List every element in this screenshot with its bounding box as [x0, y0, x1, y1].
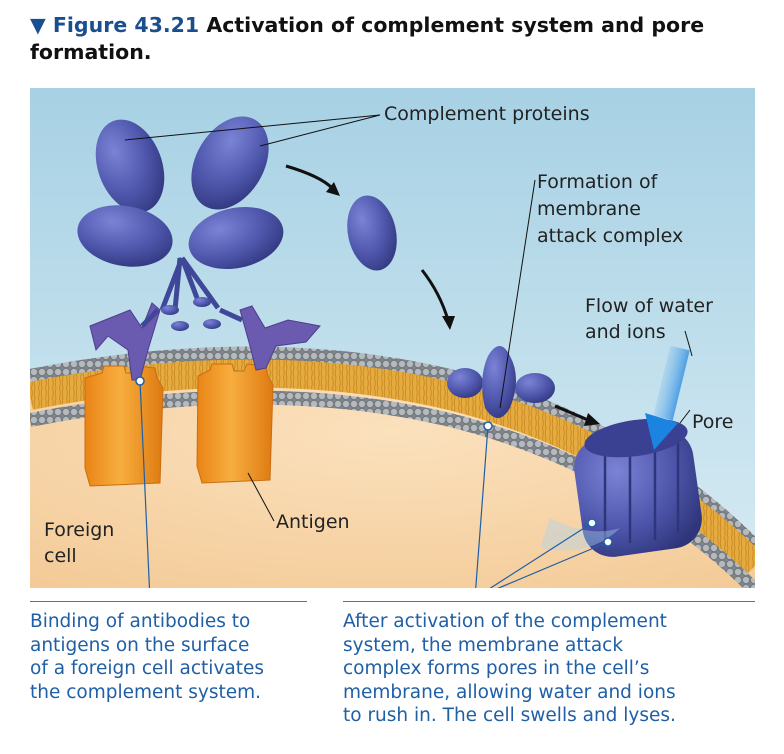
caption-left-line: antigens on the surface [30, 634, 250, 656]
label-flow-line2: and ions [585, 321, 666, 343]
label-mac-line3: attack complex [537, 225, 684, 247]
caption-right: After activation of the complement syste… [343, 610, 763, 728]
figure-title: ▼ Figure 43.21 Activation of complement … [30, 12, 760, 66]
caption-left-line: of a foreign cell activates [30, 658, 265, 679]
figure-number: ▼ Figure 43.21 [30, 13, 200, 37]
caption-left: Binding of antibodies to antigens on the… [30, 610, 330, 704]
caption-left-line: Binding of antibodies to [30, 611, 251, 632]
callout-dots [135, 376, 613, 547]
antigen-left [84, 365, 164, 487]
complement-c1-complex [77, 116, 284, 331]
arrow-heads [326, 182, 600, 426]
label-flow-line1: Flow of water [585, 295, 713, 317]
figure-title-text: Activation of complement system and pore… [30, 13, 705, 64]
label-foreign-line1: Foreign [44, 519, 115, 541]
caption-right-line: system, the membrane attack [343, 634, 624, 656]
label-pore: Pore [692, 411, 734, 433]
antibody-left [89, 302, 161, 381]
caption-right-line: After activation of the complement [343, 611, 667, 632]
caption-left-line: the complement system. [30, 681, 262, 703]
label-mac-line1: Formation of [537, 171, 658, 193]
process-arrows [285, 164, 589, 422]
caption-right-line: complex forms pores in the cell’s [343, 658, 650, 679]
leader-lines [124, 114, 693, 522]
caption-rule-left [30, 601, 307, 602]
complement-diagram [30, 88, 755, 588]
water-inflow-glow [540, 518, 620, 551]
caption-right-line: to rush in. The cell swells and lyses. [343, 705, 676, 726]
label-antigen: Antigen [276, 511, 350, 533]
label-complement-proteins: Complement proteins [384, 103, 590, 125]
mac-forming [447, 346, 555, 418]
label-foreign-line2: cell [44, 545, 77, 567]
diagram-canvas: Complement proteins Formation of membran… [30, 88, 755, 588]
water-flow-arrow [645, 345, 690, 450]
caption-rule-right [343, 601, 755, 602]
callout-lines [139, 380, 609, 588]
antibody-right [239, 305, 321, 371]
caption-right-line: membrane, allowing water and ions [343, 681, 676, 703]
label-mac-line2: membrane [537, 198, 641, 220]
complement-protein-free [347, 195, 397, 271]
antigen-right [196, 363, 274, 484]
